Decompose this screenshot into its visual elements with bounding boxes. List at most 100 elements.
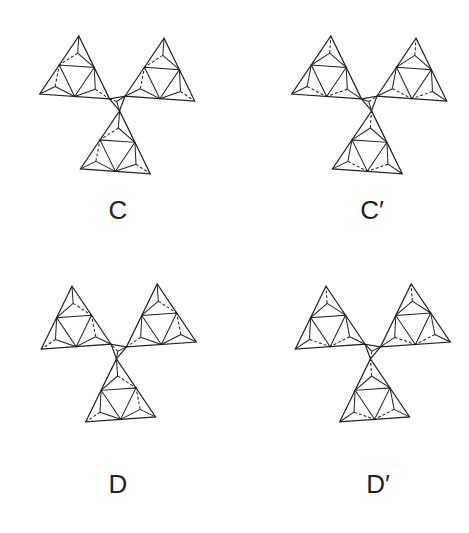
hidden-edge (88, 315, 99, 336)
tetra-edge (389, 67, 400, 88)
tetra-edge (368, 128, 390, 142)
hidden-edge (391, 89, 412, 99)
tetra-edge (362, 99, 369, 102)
tetrahedron-outline (86, 356, 165, 434)
hidden-edge (144, 51, 162, 72)
tetra-edge (396, 51, 414, 72)
hidden-edge (412, 86, 433, 105)
inner-triangle (351, 382, 390, 421)
tetra-edge (117, 94, 125, 103)
tetra-edge (396, 299, 413, 318)
tetra-edge (139, 89, 160, 99)
tetra-edge (87, 67, 102, 89)
tetra-edge (118, 346, 127, 353)
tetra-edge (139, 409, 156, 417)
hidden-edge (41, 337, 55, 351)
tetra-edge (140, 337, 162, 344)
tetra-edge (339, 67, 354, 89)
tetra-edge (295, 337, 309, 351)
hidden-edge (173, 313, 184, 334)
hidden-edge (410, 38, 420, 55)
tetra-edge (116, 351, 117, 359)
hidden-edge (93, 140, 104, 161)
tetra-edge (311, 49, 329, 70)
tetra-edge (142, 299, 159, 318)
hidden-edge (306, 87, 327, 97)
tetra-edge (349, 337, 366, 345)
tetrahedron-outline (41, 283, 120, 361)
tetra-edge (55, 339, 77, 346)
tetra-edge (172, 70, 187, 92)
tetra-edge (76, 334, 95, 350)
tetra-edge (95, 161, 116, 171)
tetrahedron-outline (40, 30, 126, 117)
tetra-edge (366, 102, 374, 111)
tetra-edge (377, 85, 392, 101)
tetra-edge (364, 344, 373, 351)
tetra-edge (392, 315, 398, 337)
hidden-edge (330, 334, 349, 350)
hidden-edge (157, 301, 178, 313)
tetra-edge (380, 142, 395, 164)
hidden-edge (368, 359, 375, 376)
inner-triangle (306, 309, 345, 348)
tetrahedron-outline (80, 105, 166, 192)
hidden-edge (59, 49, 77, 70)
hidden-edge (415, 331, 434, 347)
tetra-edge (121, 406, 140, 422)
tetra-edge (386, 388, 397, 409)
tetrahedron-outline (340, 356, 419, 434)
tetrahedron-outline (125, 32, 211, 119)
hidden-edge (325, 36, 335, 53)
tetra-edge (114, 102, 122, 111)
central-tetrahedron (359, 92, 377, 111)
tetra-edge (332, 157, 347, 173)
tetra-edge (114, 111, 124, 128)
central-tetrahedron (107, 92, 125, 111)
hidden-edge (86, 410, 100, 424)
tetra-edge (412, 55, 434, 69)
tetra-edge (355, 374, 372, 393)
hidden-edge (366, 111, 376, 128)
central-tetrahedron (109, 344, 127, 360)
tetra-edge (370, 376, 391, 388)
tetra-edge (387, 164, 404, 174)
tetrahedron-outline (295, 283, 374, 361)
figure-label: C′ (360, 196, 384, 225)
tetra-edge (128, 142, 143, 164)
hidden-edge (353, 412, 375, 419)
cluster-figure (30, 266, 205, 438)
figure-label: C (109, 196, 128, 225)
tetra-edge (326, 303, 347, 315)
hidden-edge (394, 337, 416, 344)
tetra-edge (97, 390, 103, 412)
tetra-edge (292, 82, 307, 98)
inner-triangle (97, 382, 136, 421)
tetrahedron-outline (332, 105, 418, 192)
central-tetrahedron (363, 344, 381, 360)
hidden-edge (110, 99, 117, 102)
cluster-figure (284, 266, 459, 438)
tetra-edge (161, 331, 180, 347)
tetrahedron-outline (380, 281, 459, 359)
tetra-edge (160, 55, 182, 69)
tetra-edge (351, 390, 357, 412)
tetra-edge (53, 318, 59, 340)
tetra-edge (342, 315, 353, 336)
hidden-edge (370, 351, 371, 359)
tetra-edge (75, 84, 96, 103)
hidden-edge (347, 161, 368, 171)
hidden-edge (100, 123, 118, 144)
hidden-edge (309, 339, 331, 346)
hidden-edge (72, 303, 93, 315)
figure-label: D (109, 470, 128, 499)
hidden-edge (369, 94, 377, 103)
inner-triangle (391, 307, 430, 346)
tetra-edge (434, 335, 451, 343)
tetra-edge (346, 89, 363, 99)
tetra-edge (180, 335, 197, 343)
hidden-edge (52, 65, 63, 86)
tetra-edge (340, 410, 354, 424)
